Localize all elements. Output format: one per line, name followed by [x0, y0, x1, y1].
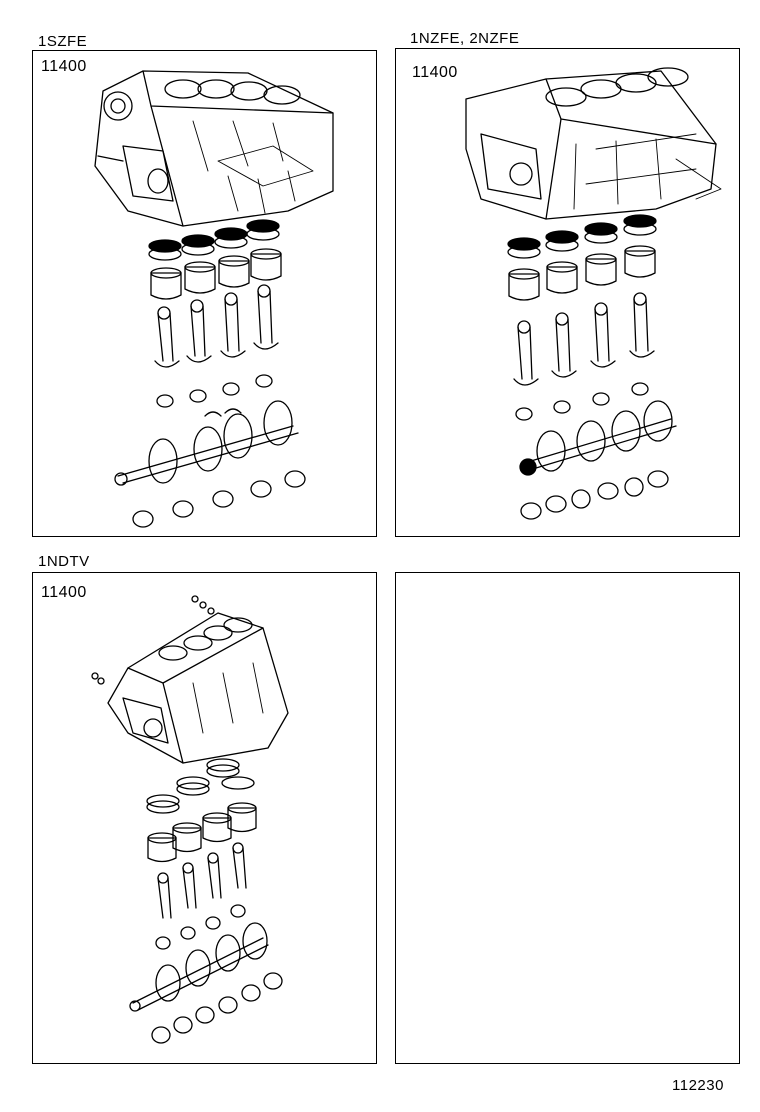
panel-1szfe: 11400: [32, 50, 377, 537]
figure-number: 112230: [672, 1077, 724, 1094]
piston-rings-illustration: [507, 214, 657, 259]
main-bearings-illustration: [520, 470, 669, 520]
short-block-assembly-illustration: [91, 595, 289, 1044]
short-block-assembly-illustration: [465, 67, 722, 520]
crankshaft-illustration: [129, 922, 269, 1012]
engine-label-1szfe: 1SZFE: [38, 33, 88, 50]
crankshaft-illustration: [519, 400, 677, 476]
main-bearings-illustration: [151, 972, 283, 1044]
rod-bearings-illustration: [155, 904, 246, 950]
crankshaft-illustration: [114, 400, 299, 486]
connecting-rods-illustration: [154, 284, 279, 368]
rod-bearings-illustration: [515, 382, 649, 421]
panel-1nzfe-2nzfe: 11400: [395, 48, 740, 537]
part-number-11400[interactable]: 11400: [41, 584, 87, 601]
dowel-pins-illustration: [91, 595, 215, 685]
pistons-illustration: [147, 802, 257, 863]
short-block-assembly-illustration: [94, 70, 334, 528]
main-bearings-illustration: [132, 470, 306, 528]
part-number-11400[interactable]: 11400: [412, 64, 458, 81]
piston-rings-illustration: [146, 758, 255, 814]
pistons-illustration: [508, 245, 656, 301]
rod-bearings-illustration: [156, 374, 273, 417]
engine-label-1nzfe-2nzfe: 1NZFE, 2NZFE: [410, 30, 520, 47]
engine-label-1ndtv: 1NDTV: [38, 553, 90, 570]
cylinder-block-illustration: [94, 70, 334, 227]
panel-empty: [395, 572, 740, 1064]
pistons-illustration: [150, 248, 282, 300]
part-number-11400[interactable]: 11400: [41, 58, 87, 75]
piston-rings-illustration: [148, 219, 280, 261]
cylinder-block-illustration: [107, 612, 289, 764]
connecting-rods-illustration: [157, 842, 247, 919]
cylinder-block-illustration: [465, 67, 722, 220]
connecting-rods-illustration: [513, 292, 655, 386]
panel-1ndtv: 11400: [32, 572, 377, 1064]
